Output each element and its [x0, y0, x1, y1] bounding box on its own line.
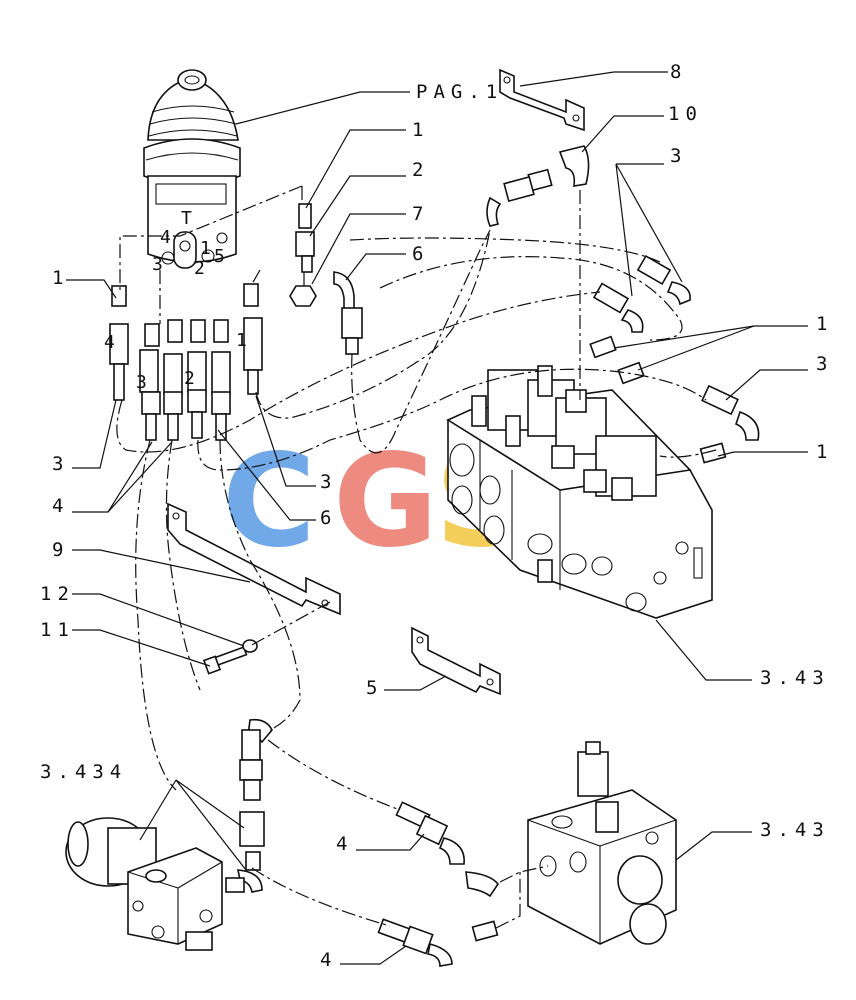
callout-4-left: 4: [52, 495, 69, 517]
callout-6-top: 6: [412, 243, 429, 265]
callout-3-43-lower: 3.43: [760, 819, 830, 841]
callout-4-bottom: 4: [320, 949, 337, 971]
callout-12: 12: [40, 583, 75, 605]
callout-3-left: 3: [52, 453, 69, 475]
lower-hose-fittings: [225, 718, 499, 967]
callout-8: 8: [670, 61, 687, 83]
port-mark-1: 1: [200, 238, 211, 259]
top-elbow-fittings: [486, 145, 590, 227]
fitting-mark-2: 2: [184, 368, 195, 389]
callout-labels: PAG.1 8 10 1 2 7 6 3 1 1 3 1 3 4 3 6 9 1…: [40, 61, 833, 971]
bracket-8: [499, 68, 585, 132]
callout-1-top: 1: [412, 119, 429, 141]
callout-1-right: 1: [816, 313, 833, 335]
callout-5: 5: [366, 677, 383, 699]
callout-7: 7: [412, 203, 429, 225]
callout-10: 10: [668, 103, 703, 125]
port-mark-3: 3: [152, 254, 163, 275]
fitting-mark-1: 1: [236, 330, 247, 351]
callout-9: 9: [52, 539, 69, 561]
fitting-mark-3: 3: [136, 372, 147, 393]
upper-fittings: [289, 203, 363, 355]
callout-1-left: 1: [52, 267, 69, 289]
callout-1-right-lower: 1: [816, 441, 833, 463]
fitting-mark-4: 4: [104, 332, 115, 353]
hose-routes: [116, 185, 717, 929]
watermark-letter-g: G: [333, 427, 438, 576]
callout-3-43-upper: 3.43: [760, 667, 830, 689]
port-mark-4: 4: [160, 227, 171, 248]
watermark-letter-c1: C: [222, 427, 316, 576]
callout-11: 11: [40, 619, 75, 641]
port-mark-t: T: [181, 208, 192, 229]
callout-3-right: 3: [816, 353, 833, 375]
control-valve-block: [446, 365, 713, 619]
callout-3-top-right: 3: [670, 145, 687, 167]
port-mark-2: 2: [194, 258, 205, 279]
lower-right-valve-block: [527, 741, 677, 945]
right-fittings: [589, 254, 760, 464]
callout-4-lower-mid: 4: [336, 833, 353, 855]
callout-6-center: 6: [320, 507, 337, 529]
joystick-control-valve: T 4 3 2 1 5: [143, 69, 241, 279]
port-mark-5: 5: [214, 246, 225, 267]
lower-left-valve-assembly: [65, 817, 223, 951]
callout-2: 2: [412, 159, 429, 181]
bolt-and-washer: [202, 639, 258, 675]
callout-3-center: 3: [320, 471, 337, 493]
callout-3-434: 3.434: [40, 761, 127, 783]
bracket-5: [411, 626, 501, 696]
callout-pag-1: PAG.1: [416, 81, 503, 103]
joystick-port-fittings: 4 1 3 2: [104, 283, 263, 441]
leader-lines: [66, 71, 808, 965]
